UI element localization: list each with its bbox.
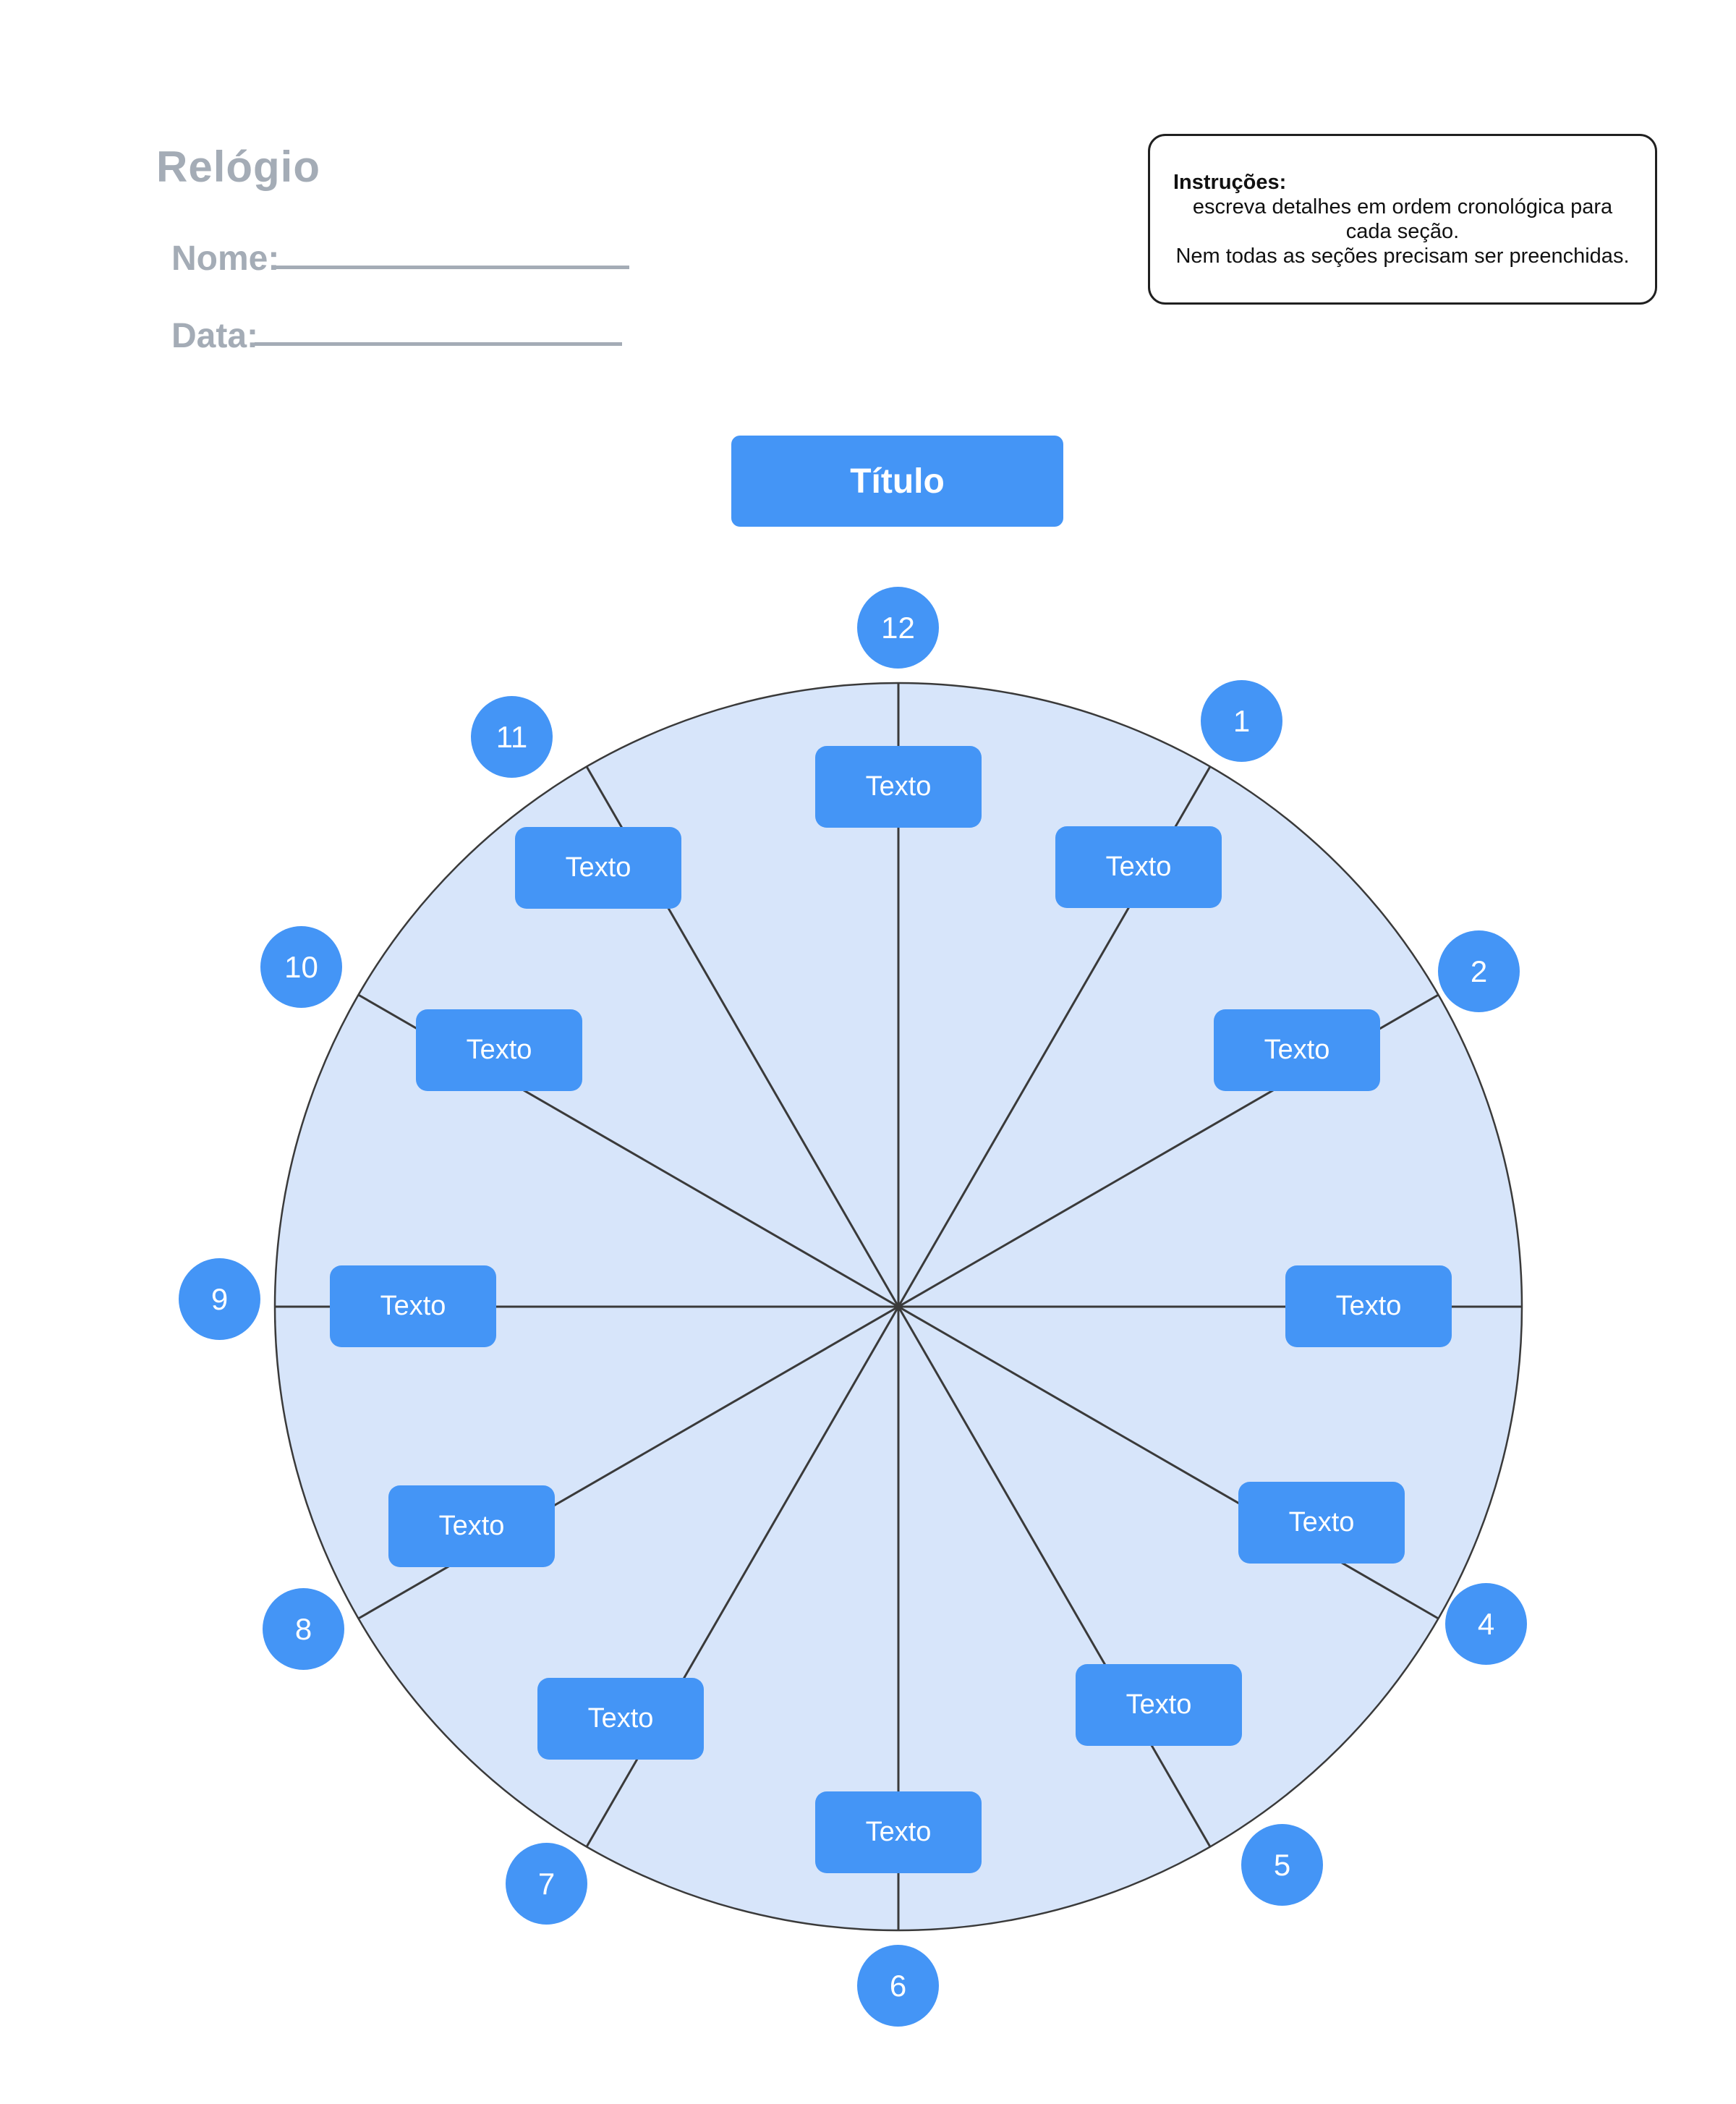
hour-badge-4[interactable]: 4 <box>1445 1583 1527 1665</box>
instructions-heading: Instruções: <box>1173 171 1287 194</box>
hour-badge-2[interactable]: 2 <box>1438 930 1520 1012</box>
hour-badge-8[interactable]: 8 <box>263 1588 344 1670</box>
date-fill-line[interactable] <box>255 342 622 346</box>
hour-badge-12[interactable]: 12 <box>857 587 939 669</box>
texto-box-8[interactable]: Texto <box>388 1485 555 1567</box>
title-button[interactable]: Título <box>731 436 1063 527</box>
texto-box-2[interactable]: Texto <box>1214 1009 1380 1091</box>
hour-badge-5[interactable]: 5 <box>1241 1824 1323 1906</box>
texto-box-5[interactable]: Texto <box>1076 1664 1242 1746</box>
texto-box-11[interactable]: Texto <box>515 827 681 909</box>
hour-badge-1[interactable]: 1 <box>1201 680 1282 762</box>
instructions-line: Nem todas as seções precisam ser preench… <box>1175 245 1630 268</box>
hour-badge-7[interactable]: 7 <box>506 1843 587 1925</box>
instructions-line: cada seção. <box>1345 220 1460 243</box>
texto-box-10[interactable]: Texto <box>416 1009 582 1091</box>
hour-badge-9[interactable]: 9 <box>179 1258 260 1340</box>
page-title: Relógio <box>156 143 320 191</box>
texto-box-12[interactable]: Texto <box>815 746 982 828</box>
instructions-box: Instruções: escreva detalhes em ordem cr… <box>1148 134 1657 305</box>
texto-box-6[interactable]: Texto <box>815 1791 982 1873</box>
instructions-line: escreva detalhes em ordem cronológica pa… <box>1192 195 1613 219</box>
texto-box-9[interactable]: Texto <box>330 1265 496 1347</box>
name-label: Nome: <box>171 239 280 278</box>
texto-box-7[interactable]: Texto <box>537 1678 704 1760</box>
hour-badge-6[interactable]: 6 <box>857 1945 939 2027</box>
hour-badge-11[interactable]: 11 <box>471 696 553 778</box>
hour-badge-10[interactable]: 10 <box>260 926 342 1008</box>
name-fill-line[interactable] <box>275 266 629 269</box>
texto-box-3[interactable]: Texto <box>1285 1265 1452 1347</box>
date-label: Data: <box>171 317 259 355</box>
texto-box-4[interactable]: Texto <box>1238 1482 1405 1564</box>
texto-box-1[interactable]: Texto <box>1055 826 1222 908</box>
